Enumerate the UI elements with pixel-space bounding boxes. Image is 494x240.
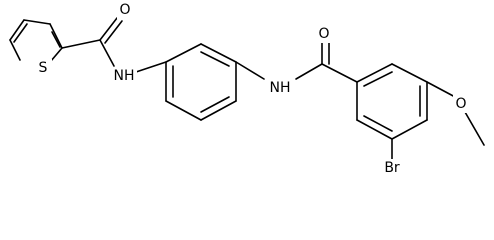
bond [9, 39, 21, 61]
bond [391, 63, 428, 83]
label-background [267, 79, 293, 97]
label-background [380, 159, 404, 177]
bromine-atom: Br [380, 159, 404, 177]
amide-nitrogen-left-atom: NH [111, 67, 137, 85]
bond [9, 19, 25, 41]
bond [356, 119, 393, 140]
bond [200, 43, 237, 63]
amide-nitrogen-right-label: NH [270, 80, 291, 96]
chemical-structure: S O NH NH O O Br [9, 1, 485, 177]
amide-oxygen-left-label: O [119, 2, 130, 18]
methoxy-oxygen-atom: O [453, 95, 469, 113]
bond [295, 63, 323, 80]
bond [104, 20, 123, 44]
bond [200, 96, 230, 113]
bond [99, 17, 118, 41]
amide-nitrogen-right-atom: NH [267, 79, 293, 97]
bond [13, 23, 28, 43]
bond [321, 63, 358, 83]
amide-oxygen-right-label: O [318, 26, 329, 42]
bond [23, 19, 51, 25]
label-background [117, 1, 133, 19]
bond [61, 39, 101, 49]
amide-oxygen-right-atom: O [316, 25, 332, 43]
atom-labels: S O NH NH O O Br [36, 1, 469, 177]
bond [235, 61, 265, 80]
bond [200, 51, 230, 67]
bond [391, 119, 428, 140]
bond [51, 31, 61, 48]
bond [200, 100, 237, 121]
label-background [111, 67, 137, 85]
bond [356, 63, 393, 83]
sulfur-atom: S [36, 59, 52, 77]
bond [135, 61, 167, 73]
label-background [316, 25, 332, 43]
label-background [36, 59, 52, 77]
bromine-label: Br [384, 160, 400, 176]
sulfur-label: S [39, 60, 48, 76]
bond [363, 115, 393, 132]
bond [99, 39, 115, 67]
bond [363, 71, 393, 87]
bond [165, 100, 202, 121]
amide-oxygen-left-atom: O [117, 1, 133, 19]
amide-nitrogen-left-label: NH [114, 68, 135, 84]
bond [426, 81, 458, 99]
label-background [453, 95, 469, 113]
methoxy-oxygen-label: O [455, 96, 466, 112]
bond [49, 23, 63, 49]
bond [165, 43, 202, 63]
bonds [9, 17, 485, 161]
bond [464, 111, 485, 146]
